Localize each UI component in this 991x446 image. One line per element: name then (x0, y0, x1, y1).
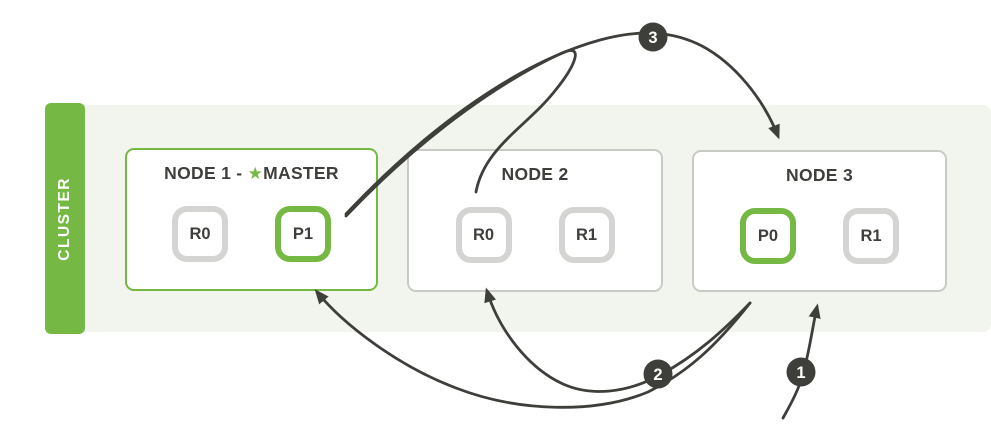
shard-label: R1 (860, 226, 882, 245)
step-badge-1-circle (786, 357, 816, 387)
node-2-title: NODE 2 (501, 164, 569, 184)
shard-node1-p1: P1 (275, 206, 331, 262)
step-badge-3: 3 (638, 22, 668, 52)
node-3-box: NODE 3 P0 R1 (692, 150, 947, 292)
node-1-master-label: MASTER (263, 163, 339, 183)
shard-node2-r0: R0 (455, 207, 512, 263)
shard-node3-p0: P0 (740, 208, 796, 264)
step-badge-1-label: 1 (796, 364, 805, 382)
shard-node1-r0: R0 (172, 206, 228, 262)
step-badge-2-label: 2 (653, 366, 662, 384)
node-1-title-text: NODE 1 - (164, 163, 248, 183)
node-1-shards: R0 P1 (127, 206, 376, 262)
cluster-label: CLUSTER (56, 176, 73, 261)
step-badge-3-label: 3 (648, 29, 657, 47)
shard-label: R0 (472, 225, 495, 244)
node-3-title: NODE 3 (786, 165, 853, 185)
node-3-shards: P0 R1 (694, 208, 945, 264)
node-2-box: NODE 2 R0 R1 (407, 149, 663, 292)
step-badge-3-circle (638, 22, 668, 52)
shard-label: R1 (575, 225, 598, 244)
step-badge-2: 2 (643, 359, 673, 389)
shard-node3-r1: R1 (843, 208, 899, 264)
shard-label: P0 (757, 226, 779, 245)
node-1-box: NODE 1 - ★MASTER R0 P1 (125, 148, 378, 291)
step-badge-2-circle (643, 359, 673, 389)
master-star-icon: ★ (247, 164, 264, 184)
node-1-title: NODE 1 - ★MASTER (127, 163, 376, 184)
node-2-shards: R0 R1 (409, 207, 661, 263)
cluster-sidebar: CLUSTER (45, 103, 85, 334)
shard-label: R0 (189, 224, 211, 243)
shard-node2-r1: R1 (558, 207, 615, 263)
shard-label: P1 (292, 224, 314, 243)
step-badge-1: 1 (786, 357, 816, 387)
